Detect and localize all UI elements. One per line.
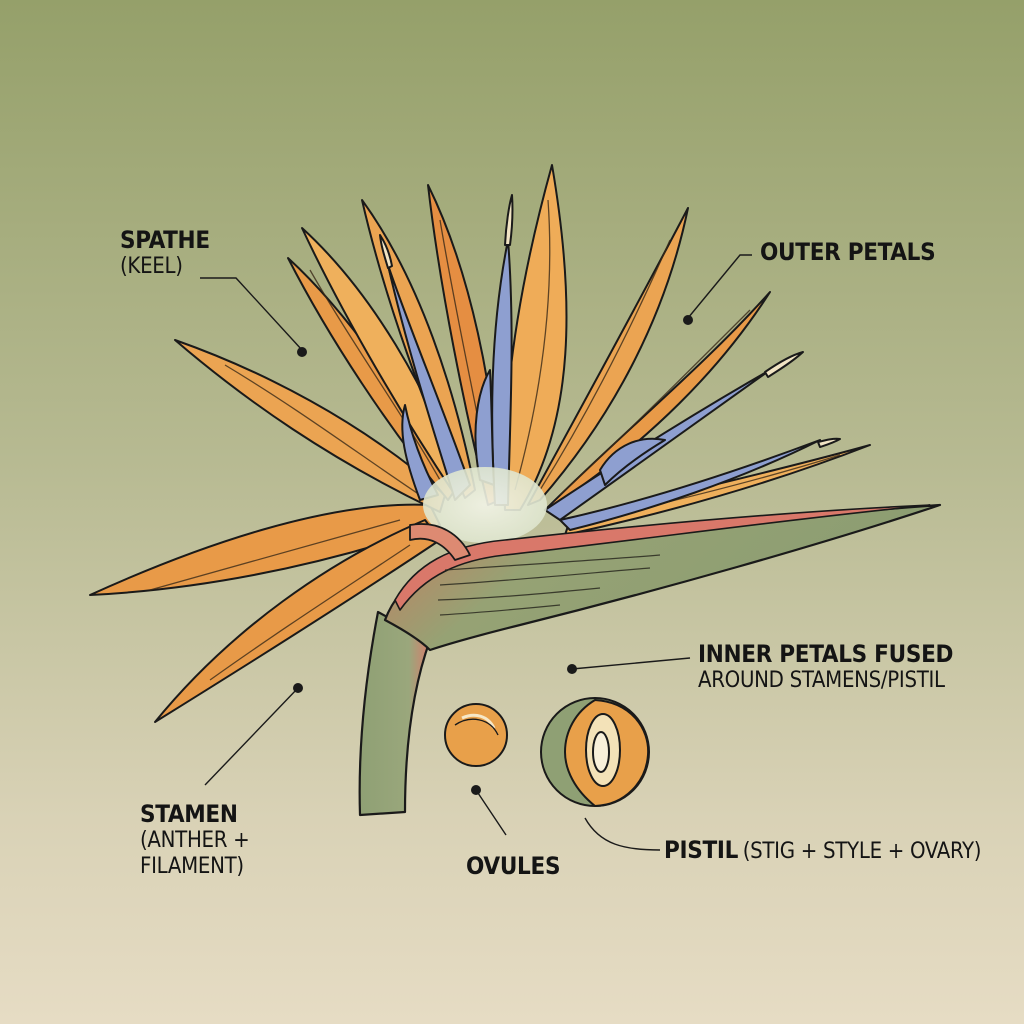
anther-tip [379,234,393,269]
leader-line-inner-petals [571,657,691,670]
label-spathe-title: SPATHE [120,226,210,254]
label-pistil-sub: (STIG + STYLE + OVARY) [742,839,982,864]
label-pistil-title: PISTIL [664,836,739,864]
leader-line-spathe [200,277,303,351]
outer-petal [527,207,689,506]
inner-petal [474,369,495,486]
inner-petal [491,239,513,506]
label-inner-petals-sub: AROUND STAMENS/PISTIL [698,668,945,694]
pistil-cross-section [540,697,650,808]
inner-petals-group [379,194,841,531]
flower-center [423,467,547,543]
label-spathe-sub: (KEEL) [120,254,183,280]
label-outer-petals: OUTER PETALS [760,238,936,266]
leader-line-outer-petals [687,254,752,319]
label-stamen-title: STAMEN [140,800,238,828]
spathe-ridge [394,504,931,611]
label-ovules-title: OVULES [466,852,561,880]
label-pistil: PISTIL (STIG + STYLE + OVARY) [664,836,982,865]
outer-petal [154,519,441,723]
ovule-illustration [444,703,508,767]
inner-petal [559,439,821,531]
leader-dots [293,315,693,795]
spathe-group [358,503,942,817]
anther-tip [764,351,804,378]
leader-lines [200,254,752,851]
anther-tip [504,194,514,246]
leader-line-ovules [475,789,507,836]
label-outer-petals-title: OUTER PETALS [760,238,936,266]
leader-line-pistil [584,817,661,851]
label-stamen: STAMEN (ANTHER + FILAMENT) [140,800,250,880]
anther-tip [817,437,841,448]
label-stamen-sub1: (ANTHER + [140,828,250,854]
spathe-neck [409,523,471,561]
label-inner-petals-title: INNER PETALS FUSED [698,640,954,668]
stem [358,610,432,817]
outer-petal [89,503,441,596]
outer-petal [174,339,446,513]
label-stamen-sub2: FILAMENT) [140,854,244,880]
label-ovules: OVULES [466,852,561,880]
label-spathe: SPATHE (KEEL) [120,226,210,280]
label-inner-petals: INNER PETALS FUSED AROUND STAMENS/PISTIL [698,640,953,694]
leader-line-stamen [204,687,299,786]
inner-petal [599,437,666,486]
